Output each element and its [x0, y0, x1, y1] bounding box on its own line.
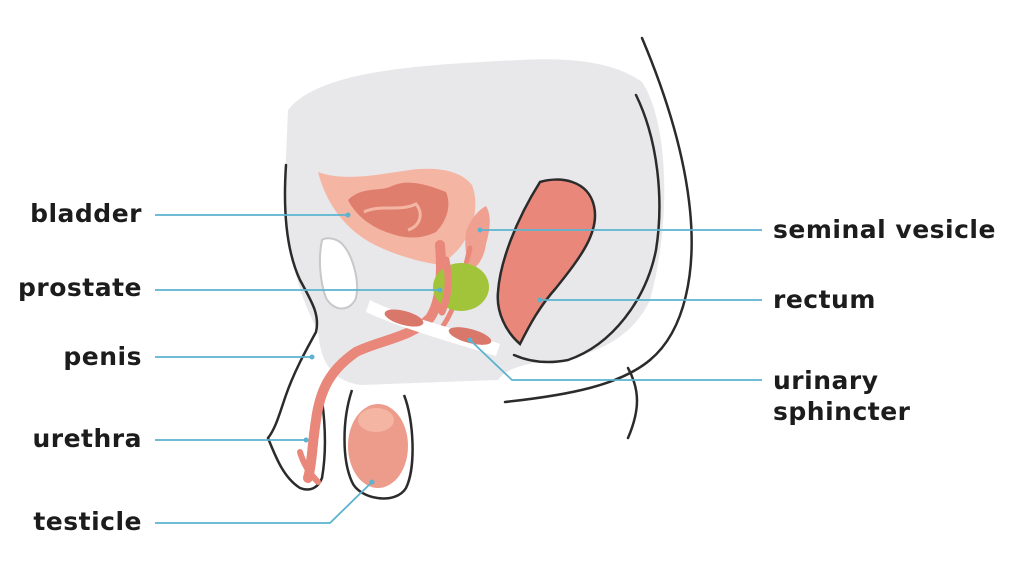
rectum — [496, 178, 597, 346]
urinary-sphincter — [384, 309, 424, 327]
label-penis: penis — [63, 342, 142, 371]
pubic-bone — [318, 237, 358, 310]
leader-bladder-dot — [345, 212, 351, 218]
seminal-vesicle — [465, 206, 490, 270]
leader-prostate-dot — [437, 287, 443, 293]
label-rectum: rectum — [773, 285, 876, 314]
leader-testicle — [155, 481, 373, 524]
label-seminal-vesicle: seminal vesicle — [773, 215, 996, 244]
leader-urinary-sphincter — [469, 339, 762, 381]
leader-rectum-dot — [537, 297, 543, 303]
label-urinary: urinary — [773, 366, 879, 395]
label-sphincter: sphincter — [773, 397, 911, 426]
urinary-sphincter-2 — [448, 327, 492, 345]
glans — [297, 449, 321, 485]
label-testicle: testicle — [33, 507, 142, 536]
bladder-interior — [348, 182, 449, 238]
back-outline — [503, 36, 693, 404]
urethra-through-prostate — [438, 256, 452, 316]
scrotum — [343, 389, 414, 500]
thigh-outline — [626, 366, 639, 440]
label-bladder: bladder — [30, 199, 142, 228]
leader-penis-dot — [309, 354, 315, 360]
inner-back-outline — [512, 93, 661, 364]
body-outline-front — [266, 163, 327, 491]
leader-urinary-sphincter-dot — [467, 337, 473, 343]
leader-testicle-dot — [369, 479, 375, 485]
urethra — [303, 240, 446, 483]
leader-urethra-dot — [303, 437, 309, 443]
label-urethra: urethra — [32, 424, 142, 453]
testicle-highlight — [358, 408, 394, 432]
bladder-inner-fold — [363, 202, 422, 232]
leader-seminal-vesicle-dot — [477, 227, 483, 233]
label-prostate: prostate — [17, 273, 142, 302]
